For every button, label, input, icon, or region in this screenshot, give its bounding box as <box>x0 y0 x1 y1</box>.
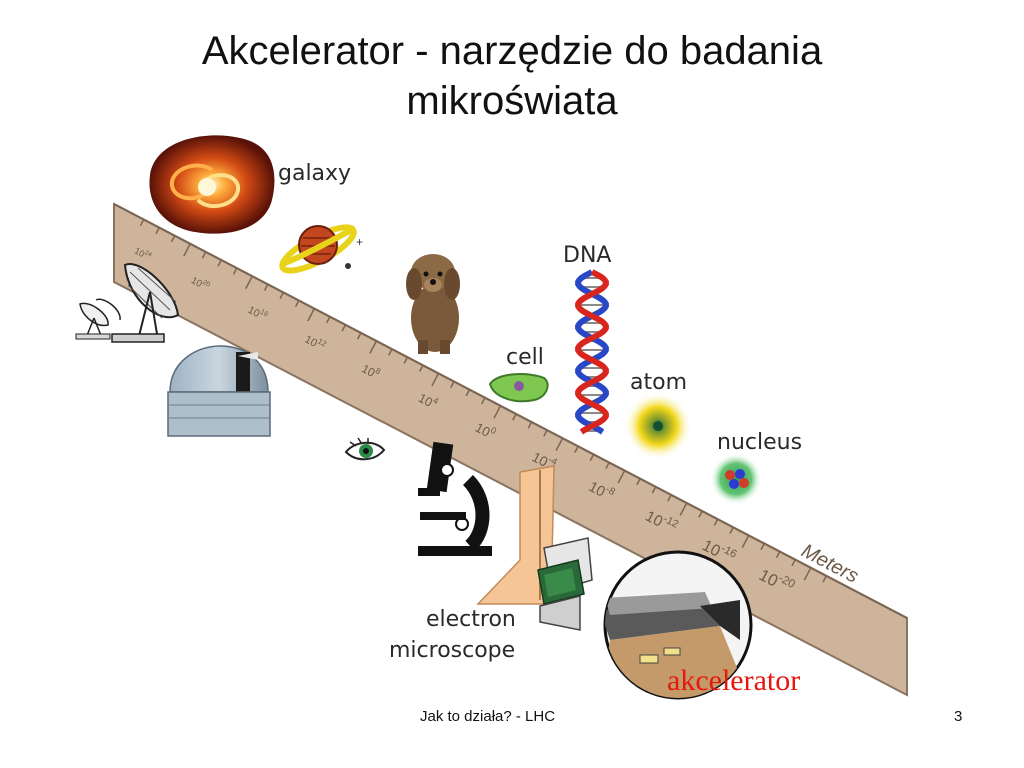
ruler-tick <box>667 494 672 502</box>
slide-title: Akcelerator - narzędzie do badania mikro… <box>0 26 1024 126</box>
ruler-tick <box>307 308 315 322</box>
ruler-tick <box>419 364 424 372</box>
ruler-tick <box>217 259 222 267</box>
ruler-tick <box>775 551 781 559</box>
ruler-tick <box>651 486 657 494</box>
ruler-tick <box>803 567 812 581</box>
electron-microscope-label-line2: microscope <box>389 638 515 663</box>
electron-microscope-label-line1: electron <box>426 607 516 632</box>
microscope-icon <box>418 441 492 556</box>
dna-label: DNA <box>563 243 611 268</box>
page-number: 3 <box>954 708 963 725</box>
ruler-tick <box>139 219 145 227</box>
galaxy-label: galaxy <box>278 161 351 186</box>
planet-icon: + <box>279 224 363 274</box>
atom-icon <box>624 392 692 460</box>
dna-helix-icon <box>575 269 609 435</box>
ruler-tick <box>170 235 176 243</box>
ruler-tick <box>465 389 471 397</box>
dna-strand-red <box>575 269 609 435</box>
ruler-tick-label: 1012 <box>303 331 329 354</box>
ruler-tick <box>481 397 486 405</box>
ruler-tick <box>617 470 626 484</box>
slide-title-line1: Akcelerator - narzędzie do badania <box>201 29 823 73</box>
ruler-tick <box>201 251 207 259</box>
galaxy-image <box>149 135 275 234</box>
ruler-tick <box>679 502 688 516</box>
slide-title-line2: mikroświata <box>406 79 618 123</box>
ruler-tick-label: 10-12 <box>642 505 680 538</box>
ruler-tick <box>369 340 378 354</box>
ruler-tick <box>527 421 533 429</box>
electron-microscope-icon <box>476 465 593 631</box>
ruler-tick <box>183 243 191 257</box>
ruler-tick <box>822 575 827 583</box>
nucleus-icon <box>710 453 762 505</box>
observatory-icon <box>167 345 271 437</box>
ruler-tick <box>388 348 393 356</box>
footer-title: Jak to działa? - LHC <box>420 708 556 725</box>
ruler-tick <box>636 478 641 486</box>
ruler-tick <box>791 559 796 567</box>
ruler-tick <box>279 292 284 299</box>
ruler-tick <box>450 381 455 389</box>
ruler-tick-label: 1024 <box>133 245 154 263</box>
ruler-tick <box>741 535 750 549</box>
ruler-tick <box>245 275 253 289</box>
ruler-tick <box>325 316 331 324</box>
ruler-tick <box>155 227 160 235</box>
cell-label: cell <box>506 345 544 370</box>
ruler-tick <box>294 300 300 308</box>
ruler-tick <box>698 510 703 518</box>
ruler-tick <box>574 445 579 453</box>
ruler-tick-marks <box>139 219 827 583</box>
ruler-tick-label: 104 <box>416 389 440 412</box>
nucleus-label: nucleus <box>717 430 802 455</box>
ruler-tick <box>543 429 548 437</box>
accelerator-label: akcelerator <box>667 664 800 697</box>
ruler-tick-label: 108 <box>359 359 383 382</box>
ruler-tick <box>729 526 734 534</box>
cell-icon <box>488 373 549 403</box>
ruler-tick <box>403 356 409 364</box>
ruler-tick <box>760 543 765 551</box>
ruler-tick <box>713 518 719 526</box>
ruler-tick <box>341 324 347 332</box>
ruler-tick <box>232 267 238 275</box>
ruler-tick <box>263 283 269 291</box>
ruler-tick <box>605 462 610 470</box>
svg-text:+: + <box>356 235 363 249</box>
ruler-tick-label: 1016 <box>246 302 270 324</box>
ruler-tick-label: 100 <box>473 418 498 442</box>
ruler-tick <box>431 373 440 387</box>
ruler-tick <box>589 454 595 461</box>
accelerator-image <box>603 550 753 700</box>
ruler-tick <box>555 437 564 451</box>
atom-label: atom <box>630 370 687 395</box>
ruler-tick <box>493 405 502 419</box>
eye-icon <box>344 437 386 461</box>
ruler-tick <box>512 413 517 421</box>
dog-icon <box>406 254 460 354</box>
radio-telescope-icon <box>75 263 180 343</box>
ruler-tick <box>356 332 362 340</box>
ruler-top-edge <box>113 203 908 619</box>
